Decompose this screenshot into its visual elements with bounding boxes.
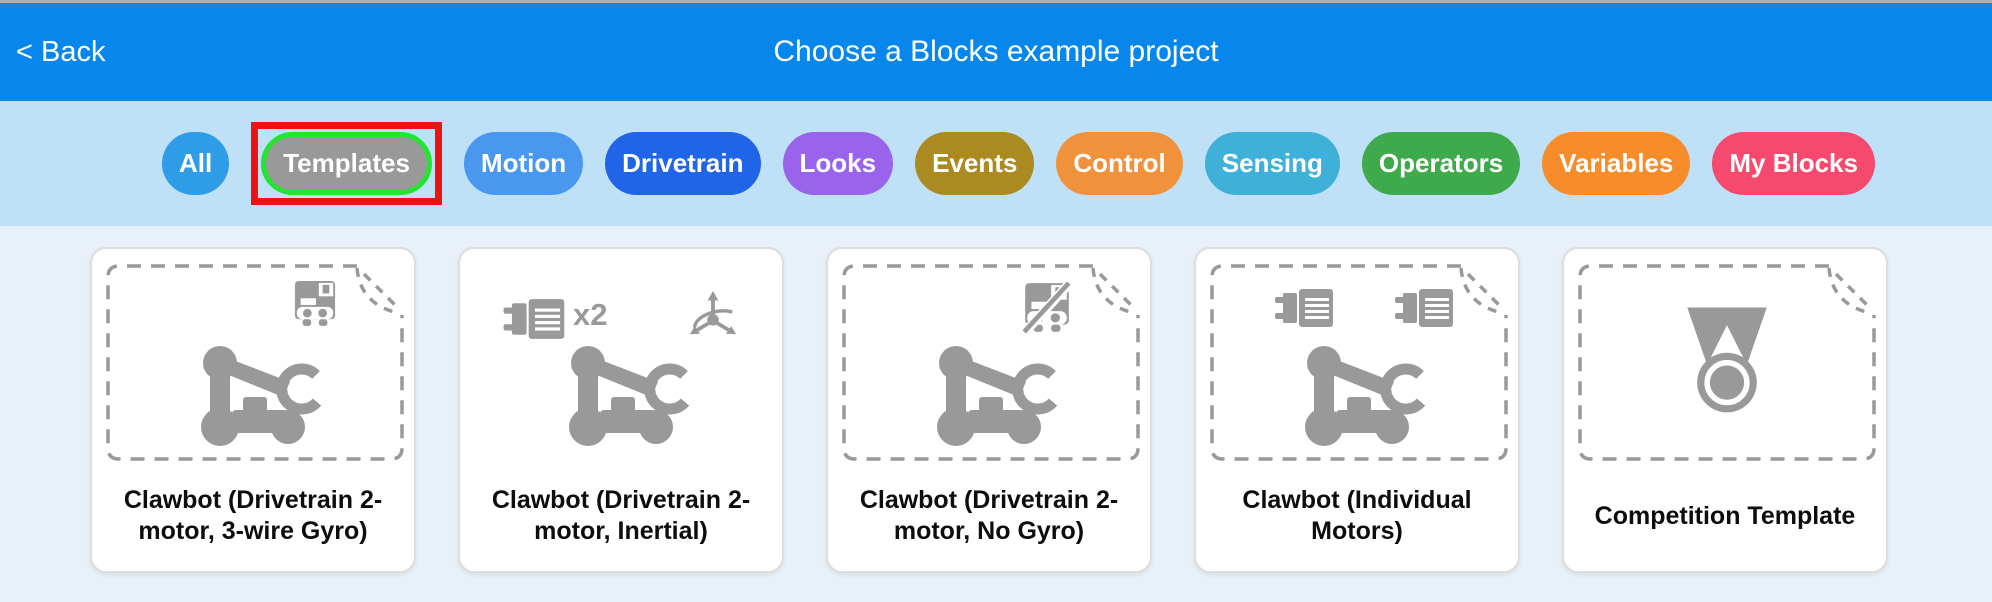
- motor-count-badge: x2: [573, 297, 608, 332]
- project-card-clawbot-3wire-gyro[interactable]: Clawbot (Drivetrain 2-motor, 3-wire Gyro…: [90, 247, 416, 573]
- filter-chip-templates[interactable]: Templates: [261, 132, 432, 195]
- card-artwork: [1577, 263, 1873, 463]
- filter-chip-sensing[interactable]: Sensing: [1204, 132, 1340, 195]
- filter-chip-drivetrain[interactable]: Drivetrain: [605, 132, 761, 195]
- window-top-strip: [0, 0, 1992, 3]
- filter-bar: All Templates Motion Drivetrain Looks Ev…: [0, 101, 1992, 226]
- project-card-competition-template[interactable]: Competition Template: [1562, 247, 1888, 573]
- filter-chip-operators[interactable]: Operators: [1361, 132, 1521, 195]
- inertial-sensor-icon: [687, 289, 739, 341]
- filter-chip-variables[interactable]: Variables: [1542, 132, 1691, 195]
- no-gyro-sensor-icon: [1023, 281, 1071, 335]
- card-artwork: [1209, 263, 1505, 463]
- project-card-clawbot-individual-motors[interactable]: Clawbot (Individual Motors): [1194, 247, 1520, 573]
- project-card-title: Clawbot (Drivetrain 2-motor, Inertial): [491, 486, 751, 545]
- card-artwork: [105, 263, 401, 463]
- filter-chip-looks[interactable]: Looks: [782, 132, 894, 195]
- annotation-box: Templates: [251, 122, 442, 205]
- page-title: Choose a Blocks example project: [773, 35, 1219, 68]
- motor-icon: [503, 297, 569, 341]
- filter-chip-events[interactable]: Events: [915, 132, 1035, 195]
- filter-chip-my-blocks[interactable]: My Blocks: [1712, 132, 1875, 195]
- clawbot-icon: [916, 337, 1066, 447]
- motor-icon: [1275, 287, 1337, 329]
- project-card-clawbot-no-gyro[interactable]: Clawbot (Drivetrain 2-motor, No Gyro): [826, 247, 1152, 573]
- project-card-title: Clawbot (Individual Motors): [1242, 486, 1472, 545]
- card-artwork: x2: [473, 263, 769, 463]
- filter-chip-control[interactable]: Control: [1056, 132, 1183, 195]
- filter-chip-motion[interactable]: Motion: [463, 132, 584, 195]
- clawbot-icon: [548, 337, 698, 447]
- project-card-title: Competition Template: [1594, 501, 1856, 530]
- competition-medal-icon: [1674, 303, 1780, 418]
- gyro-sensor-icon: [293, 279, 337, 329]
- filter-chip-all[interactable]: All: [162, 132, 230, 195]
- project-card-title: Clawbot (Drivetrain 2-motor, 3-wire Gyro…: [123, 486, 383, 545]
- back-button[interactable]: < Back: [16, 35, 106, 68]
- card-artwork: [841, 263, 1137, 463]
- clawbot-icon: [1284, 337, 1434, 447]
- clawbot-icon: [180, 337, 330, 447]
- project-card-title: Clawbot (Drivetrain 2-motor, No Gyro): [859, 486, 1119, 545]
- project-card-clawbot-inertial[interactable]: x2 Clawbot (Drivetrain 2-motor, Inertial…: [458, 247, 784, 573]
- project-card-list: Clawbot (Drivetrain 2-motor, 3-wire Gyro…: [0, 226, 1992, 573]
- motor-icon: [1395, 287, 1457, 329]
- header: < Back Choose a Blocks example project: [0, 3, 1992, 101]
